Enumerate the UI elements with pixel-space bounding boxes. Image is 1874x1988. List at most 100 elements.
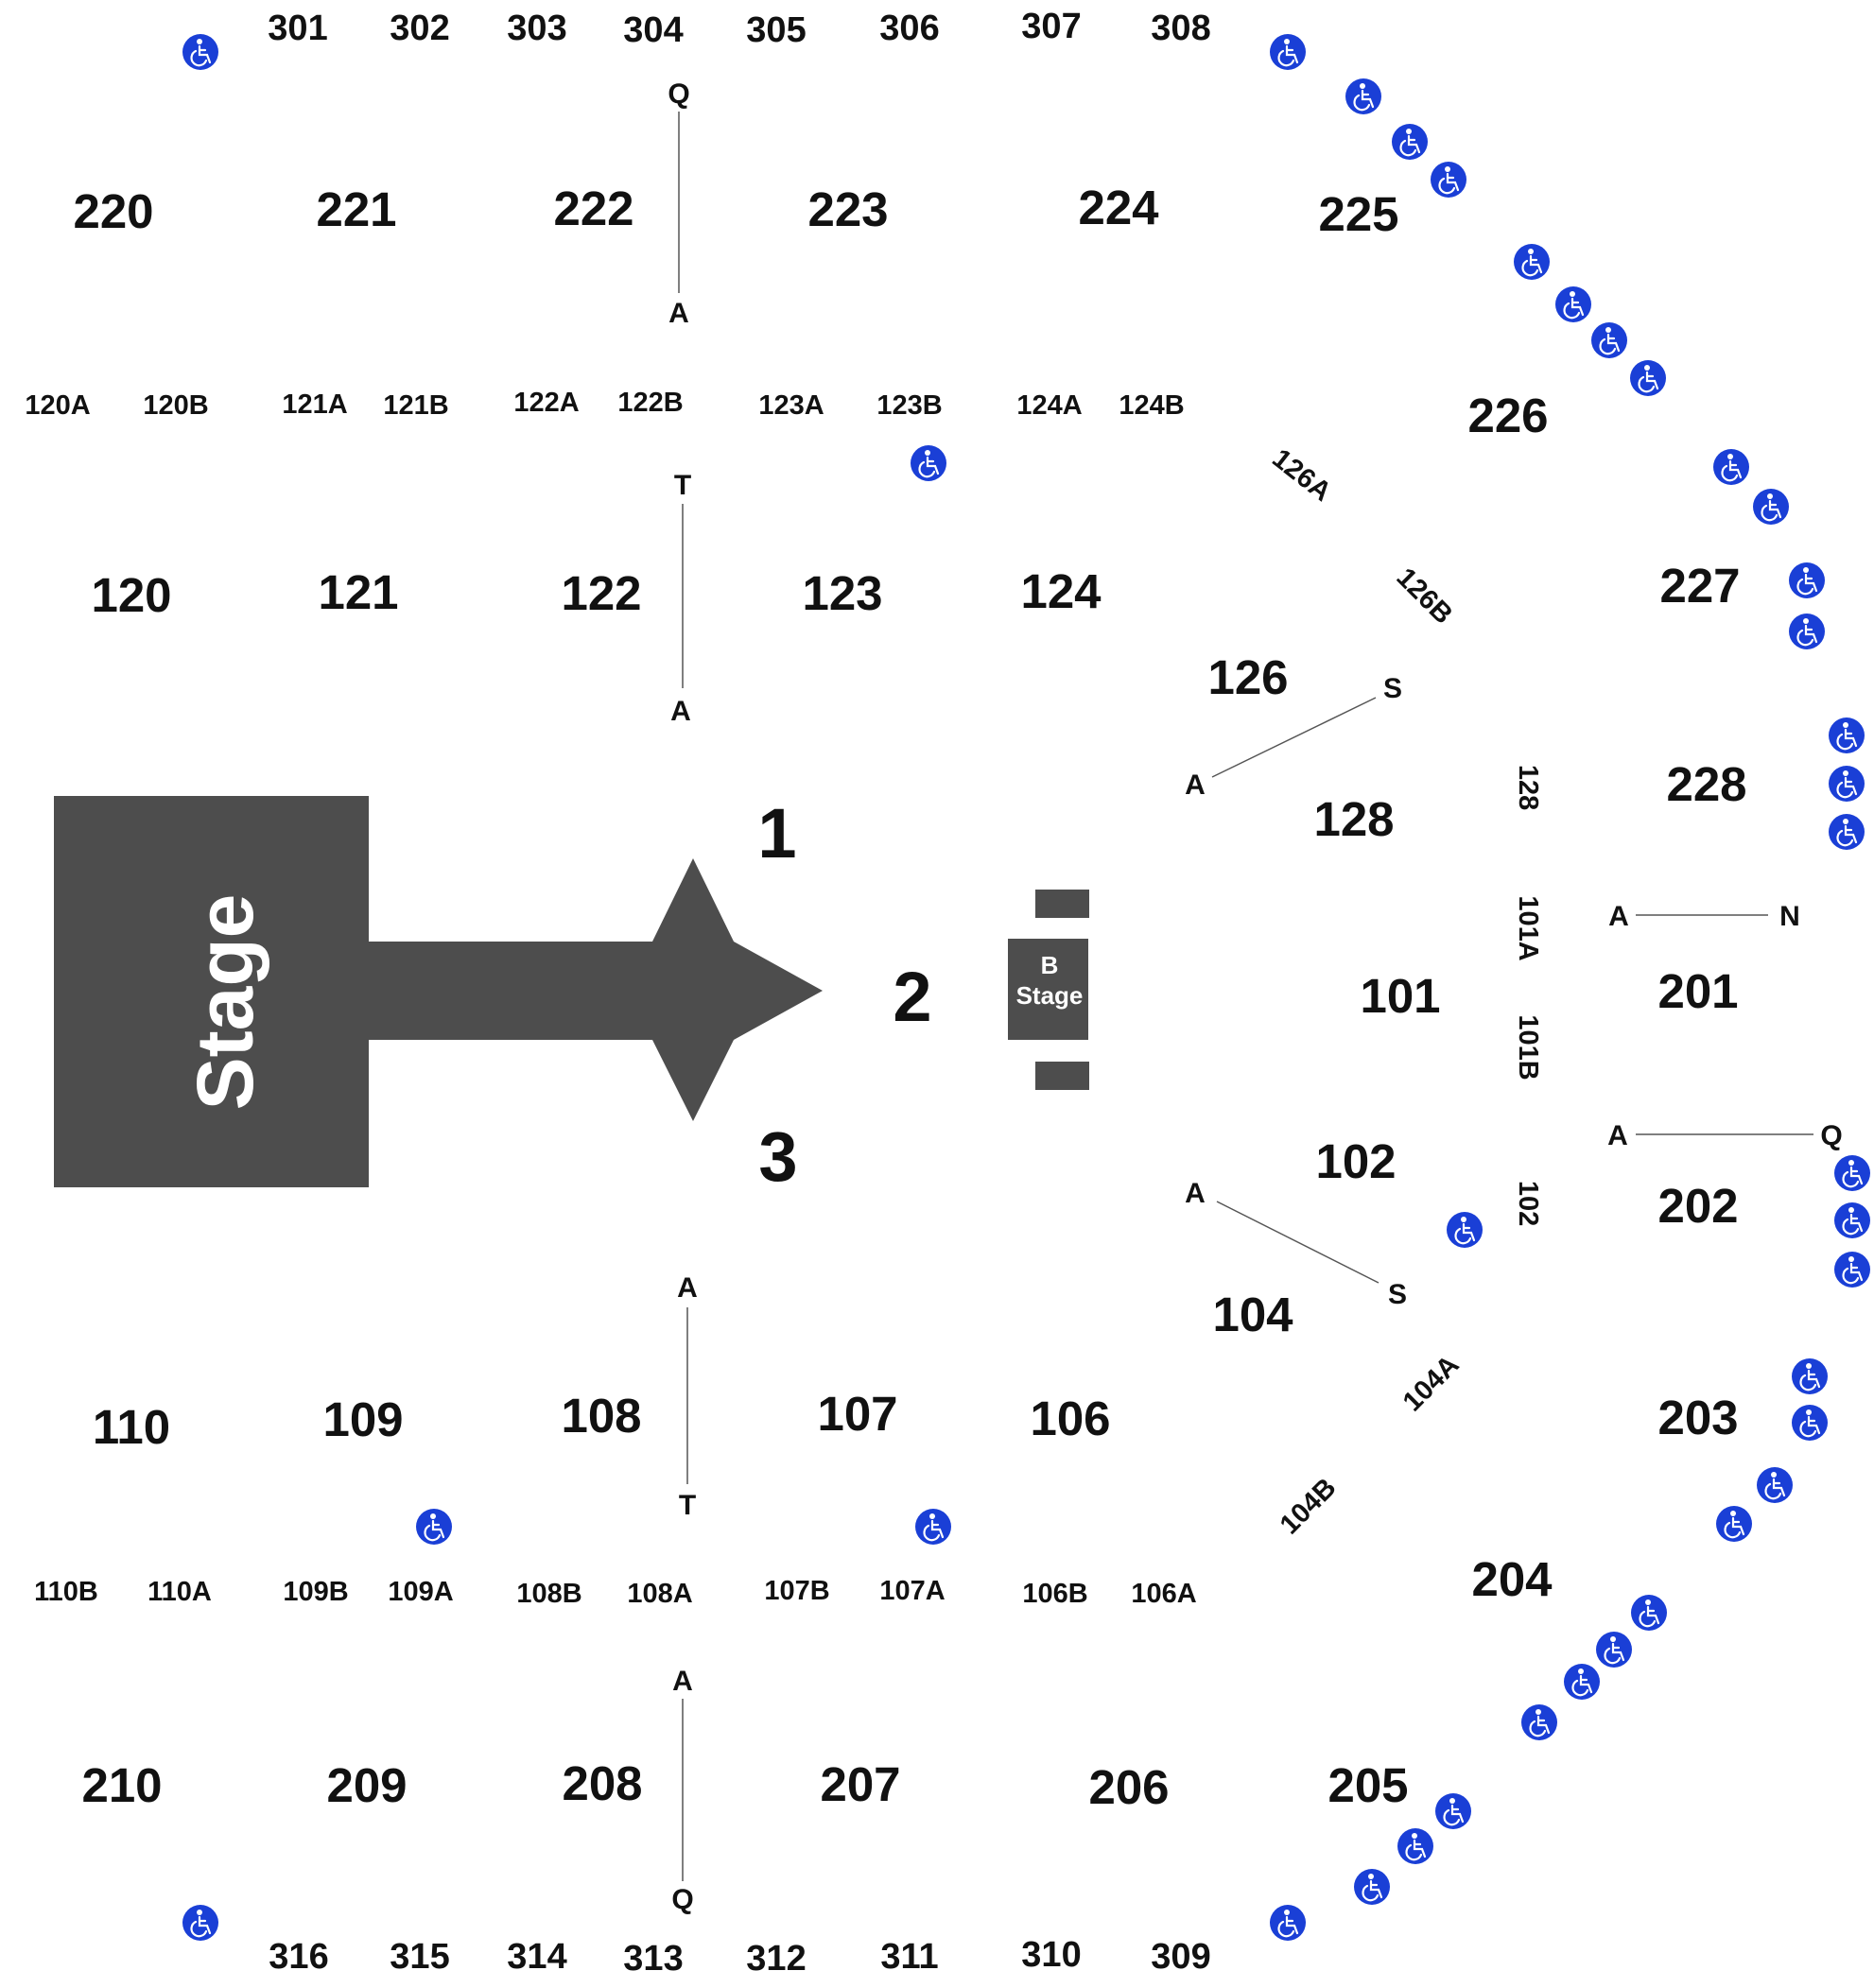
section-124b[interactable]: 124B bbox=[1119, 390, 1184, 421]
section-102-side[interactable]: 102 bbox=[1513, 1181, 1543, 1226]
section-225[interactable]: 225 bbox=[1318, 187, 1398, 241]
section-123b[interactable]: 123B bbox=[876, 390, 942, 421]
section-309[interactable]: 309 bbox=[1151, 1937, 1210, 1977]
section-120b[interactable]: 120B bbox=[143, 390, 208, 421]
section-224[interactable]: 224 bbox=[1078, 181, 1159, 234]
wheelchair-icon[interactable] bbox=[1629, 1593, 1669, 1633]
wheelchair-icon[interactable] bbox=[1268, 32, 1308, 72]
section-108a[interactable]: 108A bbox=[627, 1579, 692, 1609]
wheelchair-icon[interactable] bbox=[1751, 487, 1791, 527]
section-124[interactable]: 124 bbox=[1020, 564, 1102, 618]
section-202[interactable]: 202 bbox=[1657, 1179, 1738, 1233]
wheelchair-icon[interactable] bbox=[1832, 1153, 1872, 1193]
section-122[interactable]: 122 bbox=[561, 566, 641, 620]
section-107a[interactable]: 107A bbox=[879, 1576, 945, 1606]
section-121a[interactable]: 121A bbox=[282, 389, 347, 420]
wheelchair-icon[interactable] bbox=[1268, 1903, 1308, 1943]
floor-zone-1[interactable]: 1 bbox=[757, 794, 796, 873]
section-126[interactable]: 126 bbox=[1207, 650, 1288, 704]
wheelchair-icon[interactable] bbox=[1553, 285, 1593, 324]
wheelchair-icon[interactable] bbox=[1344, 77, 1383, 116]
section-203[interactable]: 203 bbox=[1657, 1391, 1738, 1444]
wheelchair-icon[interactable] bbox=[1628, 358, 1668, 398]
section-313[interactable]: 313 bbox=[623, 1939, 683, 1979]
wheelchair-icon[interactable] bbox=[1589, 320, 1629, 360]
section-120a[interactable]: 120A bbox=[25, 390, 90, 421]
section-121[interactable]: 121 bbox=[318, 565, 398, 619]
section-210[interactable]: 210 bbox=[81, 1758, 162, 1812]
wheelchair-icon[interactable] bbox=[1445, 1210, 1484, 1250]
section-302[interactable]: 302 bbox=[390, 9, 449, 48]
wheelchair-icon[interactable] bbox=[1832, 1201, 1872, 1240]
section-207[interactable]: 207 bbox=[820, 1757, 900, 1811]
section-228[interactable]: 228 bbox=[1666, 757, 1746, 811]
section-128[interactable]: 128 bbox=[1313, 792, 1394, 846]
wheelchair-icon[interactable] bbox=[913, 1507, 953, 1547]
section-307[interactable]: 307 bbox=[1021, 7, 1081, 46]
section-310[interactable]: 310 bbox=[1021, 1935, 1081, 1975]
wheelchair-icon[interactable] bbox=[181, 32, 220, 72]
section-223[interactable]: 223 bbox=[807, 182, 888, 236]
section-106a[interactable]: 106A bbox=[1131, 1579, 1196, 1609]
section-126a[interactable]: 126A bbox=[1266, 443, 1336, 508]
wheelchair-icon[interactable] bbox=[1827, 716, 1866, 755]
wheelchair-icon[interactable] bbox=[1396, 1826, 1435, 1866]
section-104a[interactable]: 104A bbox=[1397, 1350, 1466, 1418]
wheelchair-icon[interactable] bbox=[1714, 1504, 1754, 1544]
section-316[interactable]: 316 bbox=[269, 1937, 328, 1977]
wheelchair-icon[interactable] bbox=[1787, 612, 1827, 651]
section-101a[interactable]: 101A bbox=[1513, 895, 1543, 960]
wheelchair-icon[interactable] bbox=[1352, 1867, 1392, 1907]
section-311[interactable]: 311 bbox=[880, 1937, 938, 1977]
section-101b[interactable]: 101B bbox=[1513, 1014, 1543, 1080]
wheelchair-icon[interactable] bbox=[181, 1903, 220, 1943]
wheelchair-icon[interactable] bbox=[1711, 447, 1751, 487]
section-201[interactable]: 201 bbox=[1657, 964, 1738, 1018]
wheelchair-icon[interactable] bbox=[1787, 561, 1827, 600]
section-110a[interactable]: 110A bbox=[147, 1577, 212, 1607]
wheelchair-icon[interactable] bbox=[1827, 812, 1866, 852]
section-110b[interactable]: 110B bbox=[34, 1577, 98, 1607]
section-121b[interactable]: 121B bbox=[383, 390, 448, 421]
section-208[interactable]: 208 bbox=[562, 1756, 642, 1810]
section-104b[interactable]: 104B bbox=[1275, 1473, 1343, 1541]
floor-zone-3[interactable]: 3 bbox=[758, 1117, 797, 1196]
section-102[interactable]: 102 bbox=[1315, 1134, 1396, 1188]
section-120[interactable]: 120 bbox=[91, 568, 171, 622]
wheelchair-icon[interactable] bbox=[1594, 1630, 1634, 1669]
section-304[interactable]: 304 bbox=[623, 10, 683, 50]
wheelchair-icon[interactable] bbox=[414, 1507, 454, 1547]
section-221[interactable]: 221 bbox=[316, 182, 396, 236]
section-123a[interactable]: 123A bbox=[758, 390, 824, 421]
section-109[interactable]: 109 bbox=[322, 1392, 403, 1446]
section-123[interactable]: 123 bbox=[802, 566, 882, 620]
section-314[interactable]: 314 bbox=[507, 1937, 566, 1977]
wheelchair-icon[interactable] bbox=[1519, 1703, 1559, 1742]
section-315[interactable]: 315 bbox=[390, 1937, 449, 1977]
section-222[interactable]: 222 bbox=[553, 182, 633, 235]
section-312[interactable]: 312 bbox=[746, 1939, 806, 1979]
section-306[interactable]: 306 bbox=[879, 9, 939, 48]
wheelchair-icon[interactable] bbox=[1433, 1791, 1473, 1831]
section-308[interactable]: 308 bbox=[1151, 9, 1210, 48]
wheelchair-icon[interactable] bbox=[1390, 122, 1430, 162]
section-107[interactable]: 107 bbox=[817, 1387, 897, 1441]
section-108b[interactable]: 108B bbox=[516, 1579, 581, 1609]
section-303[interactable]: 303 bbox=[507, 9, 566, 48]
wheelchair-icon[interactable] bbox=[1827, 764, 1866, 804]
section-107b[interactable]: 107B bbox=[764, 1576, 829, 1606]
section-122b[interactable]: 122B bbox=[617, 388, 683, 418]
section-226[interactable]: 226 bbox=[1467, 389, 1548, 442]
wheelchair-icon[interactable] bbox=[1512, 242, 1552, 282]
section-305[interactable]: 305 bbox=[746, 10, 806, 50]
wheelchair-icon[interactable] bbox=[1562, 1662, 1602, 1702]
section-106b[interactable]: 106B bbox=[1022, 1579, 1087, 1609]
wheelchair-icon[interactable] bbox=[1790, 1357, 1830, 1396]
section-209[interactable]: 209 bbox=[326, 1758, 407, 1812]
section-104[interactable]: 104 bbox=[1212, 1288, 1293, 1341]
section-109b[interactable]: 109B bbox=[283, 1577, 348, 1607]
wheelchair-icon[interactable] bbox=[1790, 1403, 1830, 1443]
floor-zone-2[interactable]: 2 bbox=[893, 958, 931, 1036]
section-204[interactable]: 204 bbox=[1471, 1552, 1553, 1606]
section-101[interactable]: 101 bbox=[1360, 969, 1440, 1023]
